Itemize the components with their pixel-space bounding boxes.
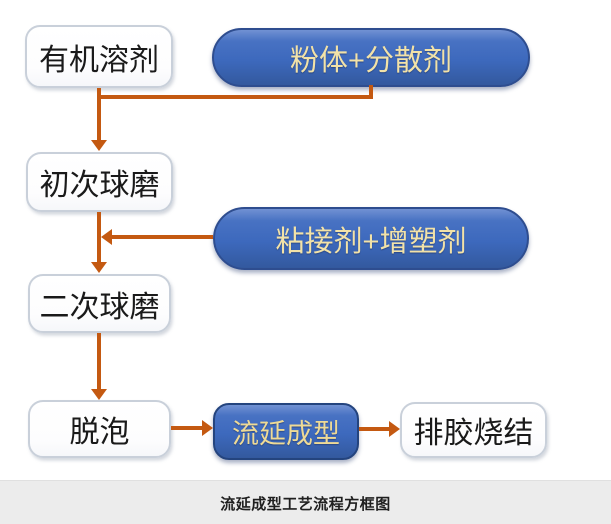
node-tape-casting: 流延成型 — [213, 403, 359, 460]
node-binder-plasticizer: 粘接剂+增塑剂 — [213, 207, 529, 270]
node-degassing: 脱泡 — [28, 400, 171, 458]
connector-powder-horizontal — [97, 95, 373, 99]
arrowhead-right-icon — [202, 420, 213, 436]
arrowhead-down-icon — [91, 389, 107, 400]
node-organic-solvent: 有机溶剂 — [25, 25, 173, 88]
caption-text: 流延成型工艺流程方框图 — [220, 495, 391, 513]
node-second-ball-milling: 二次球磨 — [28, 274, 171, 333]
node-binder-burnout-sintering: 排胶烧结 — [400, 402, 547, 458]
caption-bar: 流延成型工艺流程方框图 — [0, 480, 611, 524]
connector-second-milling-to-degassing — [97, 333, 101, 389]
arrowhead-down-icon — [91, 140, 107, 151]
arrowhead-down-icon — [91, 262, 107, 273]
connector-casting-to-sintering — [359, 427, 389, 431]
connector-degassing-to-casting — [171, 426, 202, 430]
connector-first-to-second-milling — [97, 212, 101, 262]
node-first-ball-milling: 初次球磨 — [26, 152, 173, 212]
connector-powder-stub — [369, 85, 373, 99]
connector-organic-to-first-milling — [97, 88, 101, 140]
arrowhead-right-icon — [389, 421, 400, 437]
connector-binder-horizontal — [112, 235, 213, 239]
arrowhead-left-icon — [101, 229, 112, 245]
node-powder-dispersant: 粉体+分散剂 — [212, 28, 530, 87]
